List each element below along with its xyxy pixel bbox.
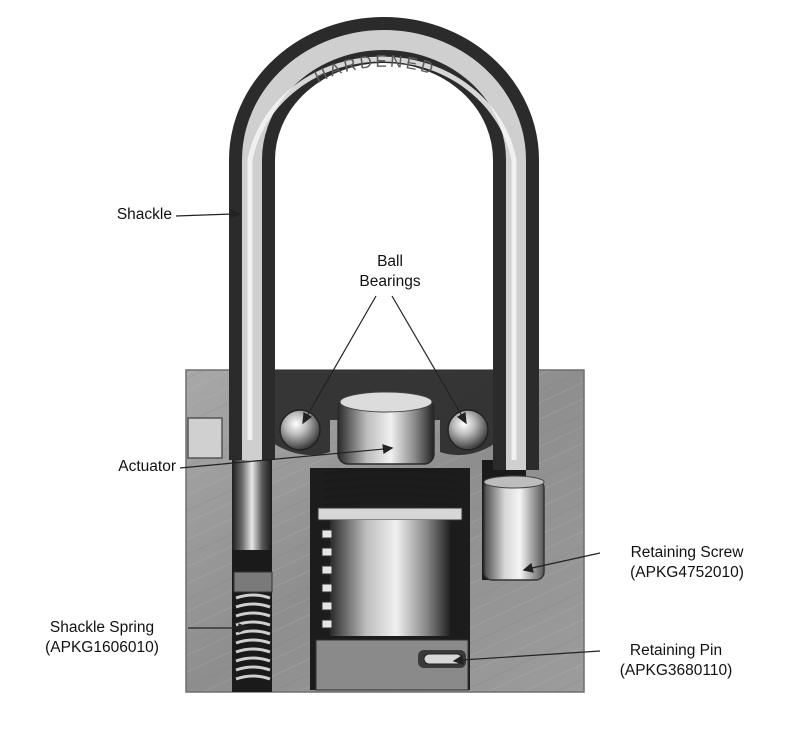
actuator-label-text: Actuator [118, 458, 176, 475]
shackle-spring-label: Shackle Spring (APKG1606010) [22, 618, 182, 658]
cylinder-plug [330, 520, 450, 636]
actuator [337, 391, 435, 465]
actuator-top [339, 391, 433, 413]
ball-bearing-arrowhead-left [302, 412, 313, 425]
retaining-screw-label-text: Retaining Screw [630, 544, 744, 561]
shackle-label: Shackle [80, 205, 172, 225]
spring-coils [235, 593, 271, 681]
leader-lines [175, 209, 601, 665]
ball-bearing-right [447, 409, 489, 451]
ball-bearing-left [279, 409, 321, 451]
ball-bearings-label-line1: Ball [377, 253, 403, 270]
actuator-label: Actuator [60, 457, 176, 477]
retaining-screw-body [483, 479, 545, 581]
shackle-spring-arrowhead [238, 623, 250, 633]
shackle-highlight [242, 30, 526, 470]
retaining-pin-part-number: (APKG3680110) [619, 662, 733, 679]
retaining-screw-label: Retaining Screw (APKG4752010) [592, 543, 782, 583]
ball-bearings [279, 409, 489, 451]
retaining-screw-part-number: (APKG4752010) [630, 564, 744, 581]
shackle-label-text: Shackle [116, 206, 172, 223]
actuator-leader [179, 448, 385, 469]
ball-bearings-label: Ball Bearings [320, 252, 460, 292]
retaining-pin-label-text: Retaining Pin [629, 642, 723, 659]
retaining-screw [483, 475, 545, 581]
cylinder-ring [317, 507, 463, 521]
retaining-screw-top [483, 475, 545, 489]
spring-cap [233, 571, 273, 593]
shackle-shine [247, 56, 517, 460]
retaining-pin-label: Retaining Pin (APKG3680110) [596, 641, 756, 681]
lock-cylinder [315, 468, 469, 691]
retaining-screw-leader [531, 552, 601, 569]
ball-bearings-label-line2: Bearings [359, 273, 421, 290]
side-slot [187, 417, 223, 459]
shackle-spring [233, 571, 273, 681]
shackle-leader [175, 213, 233, 217]
shackle-spring-part-number: (APKG1606010) [45, 639, 159, 656]
retaining-screw-arrowhead [522, 562, 534, 573]
retaining-pin-arrowhead [452, 654, 464, 665]
actuator-arrowhead [382, 444, 394, 455]
ball-bearing-arrowhead-right [456, 412, 467, 425]
pin-stack [321, 529, 333, 629]
retaining-pin-leader [461, 650, 601, 661]
ball-bearing-leader-right [391, 295, 463, 417]
ball-bearing-leader-left [306, 295, 377, 417]
shackle-arrowhead [230, 209, 242, 219]
shackle-left-leg-lower [232, 460, 272, 550]
cylinder-spring [323, 468, 457, 508]
shackle-spring-label-text: Shackle Spring [49, 619, 155, 636]
